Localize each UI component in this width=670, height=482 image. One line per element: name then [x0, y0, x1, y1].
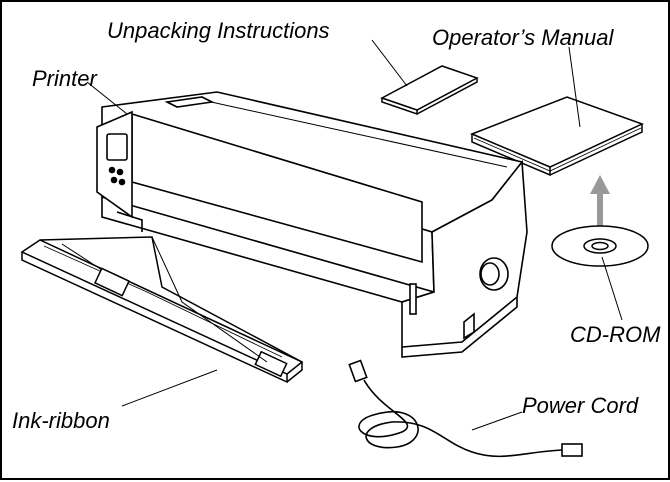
- ribbon-illustration: [20, 236, 304, 384]
- label-unpacking-instructions: Unpacking Instructions: [107, 18, 330, 43]
- label-power-cord: Power Cord: [522, 393, 639, 418]
- leader-lines: [86, 39, 623, 431]
- label-printer: Printer: [32, 66, 97, 91]
- printer-illustration: [96, 91, 528, 358]
- cd-icon: [551, 225, 649, 267]
- label-ink-ribbon: Ink-ribbon: [12, 408, 110, 433]
- label-operators-manual: Operator’s Manual: [432, 25, 614, 50]
- arrow-up-icon: [590, 175, 610, 227]
- power-cord-illustration: [348, 359, 583, 458]
- label-cd-rom: CD-ROM: [570, 322, 661, 347]
- manual-book-icon: [470, 96, 644, 177]
- instruction-sheet-icon: [380, 65, 479, 116]
